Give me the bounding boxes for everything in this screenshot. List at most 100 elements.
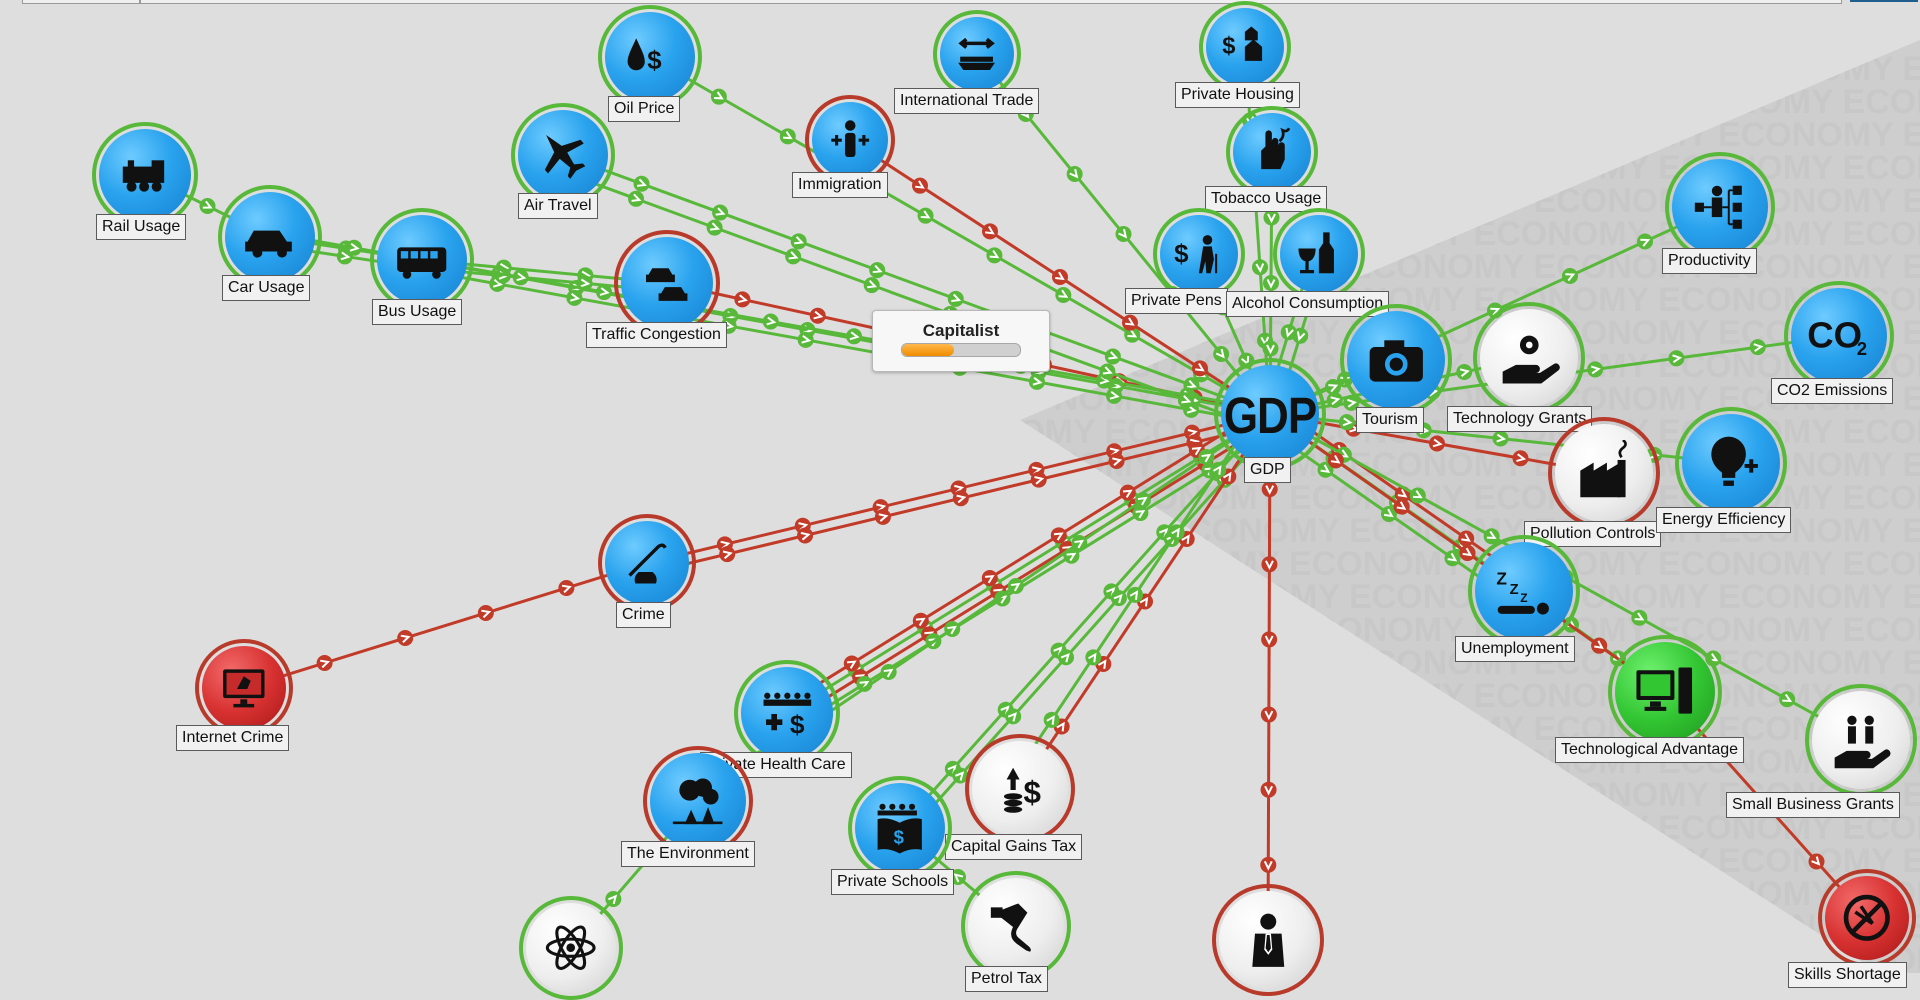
link-arrow-marker bbox=[1393, 498, 1410, 515]
node-environment[interactable] bbox=[643, 746, 753, 856]
link-arrow-marker bbox=[712, 204, 729, 221]
node-label-rail[interactable]: Rail Usage bbox=[96, 214, 187, 240]
link-arrow-marker bbox=[1261, 556, 1278, 573]
node-label-crime[interactable]: Crime bbox=[616, 602, 671, 628]
link-chevron bbox=[872, 264, 883, 274]
node-label-traffic[interactable]: Traffic Congestion bbox=[586, 322, 727, 348]
link-chevron bbox=[846, 660, 857, 669]
node-capgains[interactable]: $ bbox=[965, 734, 1075, 844]
node-label-schools[interactable]: Private Schools bbox=[831, 869, 955, 895]
link-chevron bbox=[849, 331, 860, 341]
node-productivity[interactable] bbox=[1665, 152, 1775, 262]
capitalist-popup[interactable]: Capitalist bbox=[872, 310, 1050, 372]
link-arrow-marker bbox=[994, 590, 1011, 607]
train-icon bbox=[122, 159, 164, 192]
node-label-tobacco[interactable]: Tobacco Usage bbox=[1205, 186, 1328, 212]
node-techgrants[interactable] bbox=[1473, 302, 1585, 414]
node-crime[interactable] bbox=[598, 514, 696, 612]
node-label-techgrants[interactable]: Technology Grants bbox=[1447, 406, 1593, 432]
node-rail[interactable] bbox=[92, 122, 198, 228]
link-chevron bbox=[1186, 380, 1197, 389]
link-chevron bbox=[1396, 501, 1407, 510]
node-label-environment[interactable]: The Environment bbox=[621, 841, 755, 867]
capitalist-progress-fill bbox=[902, 344, 954, 356]
node-label-air[interactable]: Air Travel bbox=[518, 193, 598, 219]
toolbar-field-main[interactable] bbox=[140, 0, 1842, 4]
node-housing[interactable]: $ bbox=[1199, 1, 1291, 93]
link-chevron bbox=[1102, 366, 1113, 375]
link-arrow-marker bbox=[605, 891, 622, 907]
link-arrow-marker bbox=[1631, 609, 1648, 626]
node-label-capgains[interactable]: Capital Gains Tax bbox=[945, 834, 1083, 860]
link-chevron bbox=[794, 236, 805, 245]
node-pollution[interactable] bbox=[1548, 417, 1660, 529]
node-label-unemployment[interactable]: Unemployment bbox=[1455, 636, 1575, 662]
node-tobacco[interactable] bbox=[1226, 106, 1318, 198]
node-traffic[interactable] bbox=[614, 230, 720, 336]
node-petrol[interactable] bbox=[961, 871, 1071, 981]
node-alcohol[interactable] bbox=[1273, 208, 1365, 300]
link-arrow-marker bbox=[633, 175, 650, 192]
node-bottom[interactable] bbox=[1212, 884, 1324, 996]
node-trade[interactable] bbox=[933, 10, 1021, 98]
link-chevron bbox=[1462, 547, 1473, 557]
node-label-trade[interactable]: International Trade bbox=[894, 88, 1040, 114]
node-label-housing[interactable]: Private Housing bbox=[1175, 82, 1300, 108]
node-label-immig[interactable]: Immigration bbox=[792, 172, 888, 198]
node-oil[interactable]: $ bbox=[598, 5, 702, 109]
node-smallbiz[interactable] bbox=[1805, 684, 1917, 796]
node-air[interactable] bbox=[511, 103, 615, 207]
node-schools[interactable]: $ bbox=[848, 776, 952, 880]
gdp-hub-text: GDP bbox=[1223, 388, 1317, 445]
link-arrow-marker bbox=[790, 233, 807, 250]
node-label-gdp[interactable]: GDP bbox=[1244, 457, 1291, 483]
node-pension[interactable]: $ bbox=[1153, 208, 1245, 300]
node-skills[interactable] bbox=[1818, 869, 1916, 967]
link-arrow-marker bbox=[981, 570, 998, 587]
node-label-skills[interactable]: Skills Shortage bbox=[1788, 962, 1907, 988]
node-car[interactable] bbox=[218, 185, 322, 289]
node-label-pension[interactable]: Private Pens bbox=[1125, 288, 1228, 314]
node-label-co2[interactable]: CO2 Emissions bbox=[1771, 378, 1894, 404]
link-chevron bbox=[580, 278, 591, 288]
node-bus[interactable] bbox=[370, 208, 474, 312]
node-energy[interactable] bbox=[1675, 407, 1787, 519]
toolbar-button[interactable] bbox=[1850, 0, 1918, 2]
node-label-energy[interactable]: Energy Efficiency bbox=[1656, 507, 1792, 533]
link-chevron bbox=[1108, 351, 1119, 360]
node-label-smallbiz[interactable]: Small Business Grants bbox=[1726, 792, 1900, 818]
node-label-bus[interactable]: Bus Usage bbox=[372, 299, 463, 325]
node-label-techadv[interactable]: Technological Advantage bbox=[1555, 737, 1745, 763]
node-label-productivity[interactable]: Productivity bbox=[1662, 248, 1757, 274]
link-chevron bbox=[1118, 228, 1128, 239]
toolbar-field-left[interactable] bbox=[22, 0, 140, 4]
link-arrow-marker bbox=[1127, 586, 1144, 603]
positive-link bbox=[1008, 406, 1262, 784]
node-label-alcohol[interactable]: Alcohol Consumption bbox=[1226, 291, 1390, 317]
node-label-tourism[interactable]: Tourism bbox=[1356, 407, 1425, 433]
node-gdp[interactable]: GDP bbox=[1214, 358, 1326, 470]
link-chevron bbox=[788, 251, 799, 260]
node-disc bbox=[1475, 542, 1573, 640]
node-techadv[interactable] bbox=[1608, 635, 1722, 749]
node-label-oil[interactable]: Oil Price bbox=[608, 96, 681, 122]
node-label-car[interactable]: Car Usage bbox=[222, 275, 311, 301]
node-internet[interactable] bbox=[195, 639, 293, 737]
link-arrow-marker bbox=[1261, 631, 1278, 648]
node-atom[interactable] bbox=[519, 896, 623, 1000]
link-chevron bbox=[1264, 785, 1273, 796]
link-chevron bbox=[1074, 539, 1085, 549]
node-label-internet[interactable]: Internet Crime bbox=[176, 725, 290, 751]
link-arrow-marker bbox=[1252, 259, 1268, 276]
link-arrow-marker bbox=[1587, 361, 1604, 378]
svg-text:$: $ bbox=[789, 709, 804, 739]
link-chevron bbox=[1590, 365, 1601, 375]
link-chevron bbox=[1320, 464, 1331, 474]
node-tourism[interactable] bbox=[1340, 304, 1452, 416]
link-chevron bbox=[1266, 344, 1275, 355]
node-immig[interactable] bbox=[805, 95, 895, 185]
node-health[interactable]: $ bbox=[734, 660, 840, 766]
node-label-petrol[interactable]: Petrol Tax bbox=[965, 966, 1048, 992]
